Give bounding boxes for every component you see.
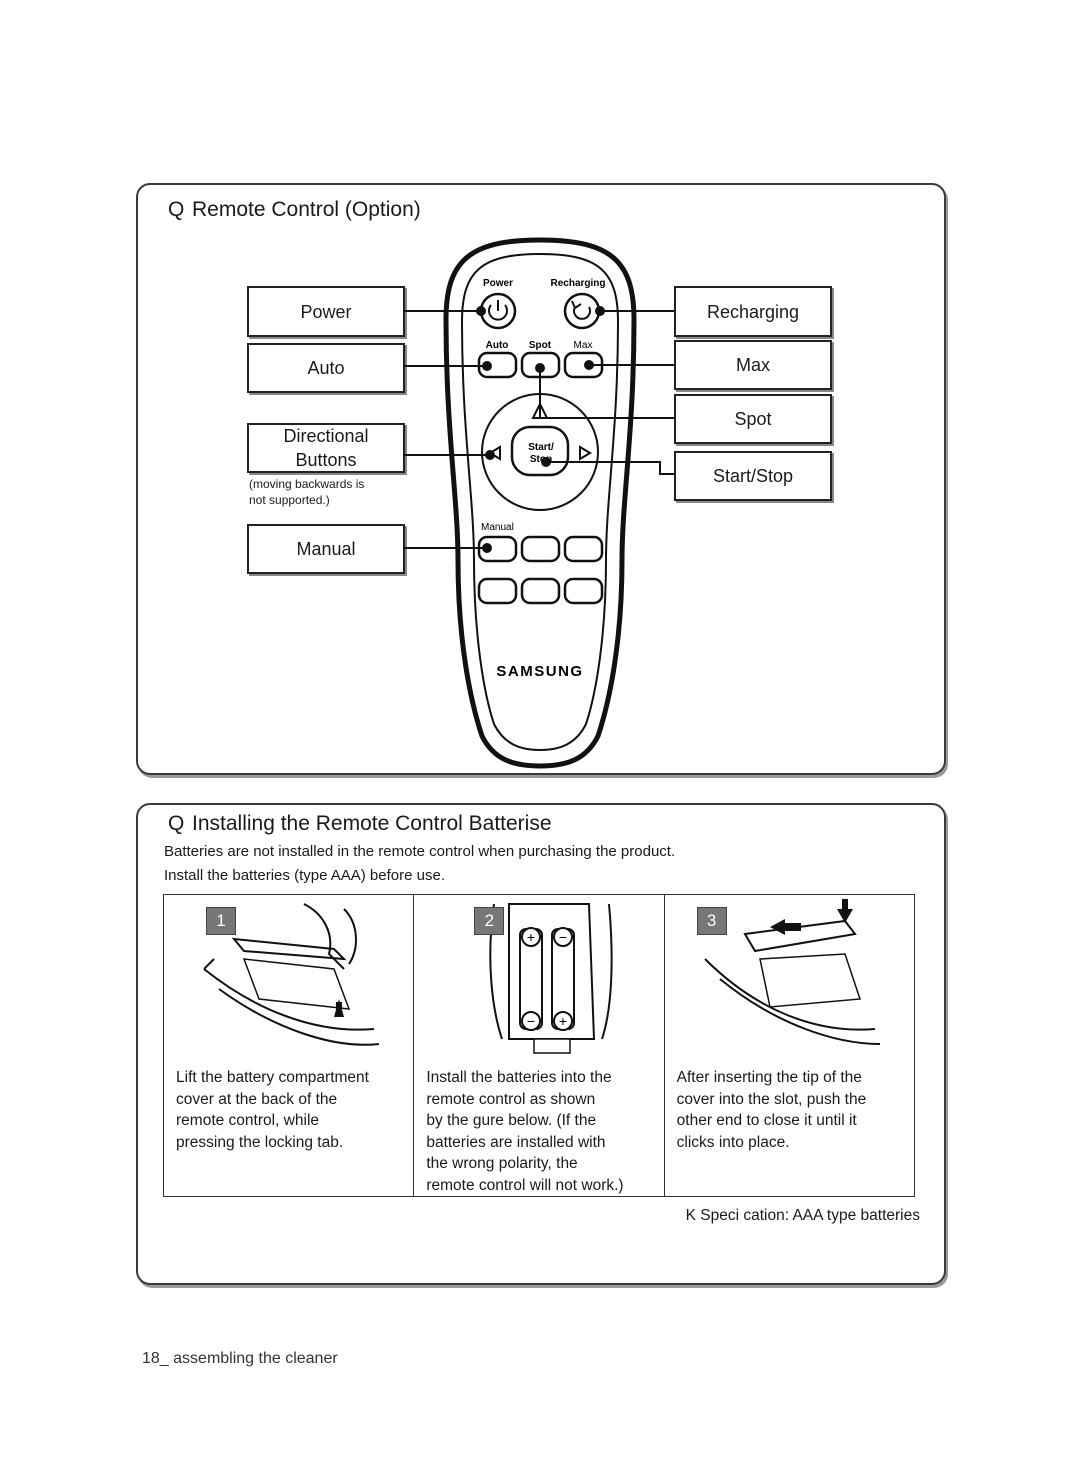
remote-control-heading: Q Remote Control (Option): [168, 198, 421, 222]
power-button[interactable]: [479, 292, 517, 330]
step-cell-2: + − − + 2 Install the batteries into the…: [413, 894, 665, 1197]
step-2-illustration: + − − +: [489, 903, 613, 1054]
svg-text:−: −: [527, 1013, 535, 1029]
label-start-stop: Start/Stop: [674, 451, 832, 501]
remote-button[interactable]: [563, 535, 604, 563]
svg-text:+: +: [527, 929, 535, 945]
heading-bullet: Q: [168, 198, 185, 221]
step-number-1: 1: [206, 907, 236, 935]
heading-text: Installing the Remote Control Batterise: [192, 812, 552, 835]
step-text-1: Lift the battery compartment cover at th…: [176, 1069, 369, 1151]
remote-max-text: Max: [574, 340, 593, 351]
step-number-2: 2: [474, 907, 505, 935]
remote-power-text: Power: [483, 278, 513, 289]
steps-table: 1 Lift the battery compartment cover at …: [162, 894, 916, 1197]
heading-text: Remote Control (Option): [192, 198, 421, 221]
svg-text:−: −: [559, 929, 567, 945]
right-arrow-icon[interactable]: [579, 445, 592, 461]
remote-start-text: Start/: [528, 442, 554, 453]
remote-manual-text: Manual: [481, 522, 514, 533]
remote-auto-text: Auto: [486, 340, 509, 351]
intro-line-1: Batteries are not installed in the remot…: [164, 843, 676, 860]
battery-heading: Q Installing the Remote Control Batterise: [168, 812, 552, 836]
label-max: Max: [674, 340, 832, 390]
remote-control-illustration: Power Recharging Auto Spot Max Start/ St…: [403, 237, 674, 769]
label-recharging: Recharging: [674, 286, 832, 337]
leader-lines: [403, 306, 674, 553]
step-3-illustration: [703, 899, 880, 1045]
heading-bullet: Q: [168, 812, 185, 835]
remote-recharging-text: Recharging: [550, 278, 605, 289]
step-text-2: Install the batteries into the remote co…: [426, 1069, 624, 1194]
remote-button[interactable]: [520, 577, 561, 605]
samsung-logo: SAMSUNG: [496, 663, 583, 680]
label-auto: Auto: [247, 343, 405, 393]
step-cell-1: 1 Lift the battery compartment cover at …: [162, 894, 415, 1197]
step-1-illustration: [203, 903, 380, 1046]
remote-stop-text: Stop: [530, 454, 552, 465]
step-number-3: 3: [696, 907, 727, 935]
remote-button[interactable]: [563, 577, 604, 605]
label-directional-buttons: Directional Buttons: [247, 423, 405, 473]
label-spot: Spot: [674, 394, 832, 444]
intro-line-2: Install the batteries (type AAA) before …: [164, 867, 445, 884]
specification-note: K Speci cation: AAA type batteries: [685, 1207, 920, 1224]
svg-text:+: +: [559, 1013, 567, 1029]
step-text-3: After inserting the tip of the cover int…: [676, 1069, 867, 1151]
remote-spot-text: Spot: [529, 340, 552, 351]
step-cell-3: 3 After inserting the tip of the cover i…: [663, 894, 916, 1197]
directional-note: (moving backwards is not supported.): [249, 477, 365, 507]
recharging-button[interactable]: [563, 292, 601, 330]
page-footer: 18_ assembling the cleaner: [142, 1350, 338, 1367]
left-arrow-icon[interactable]: [488, 445, 501, 461]
remote-button[interactable]: [477, 577, 518, 605]
remote-button[interactable]: [520, 535, 561, 563]
